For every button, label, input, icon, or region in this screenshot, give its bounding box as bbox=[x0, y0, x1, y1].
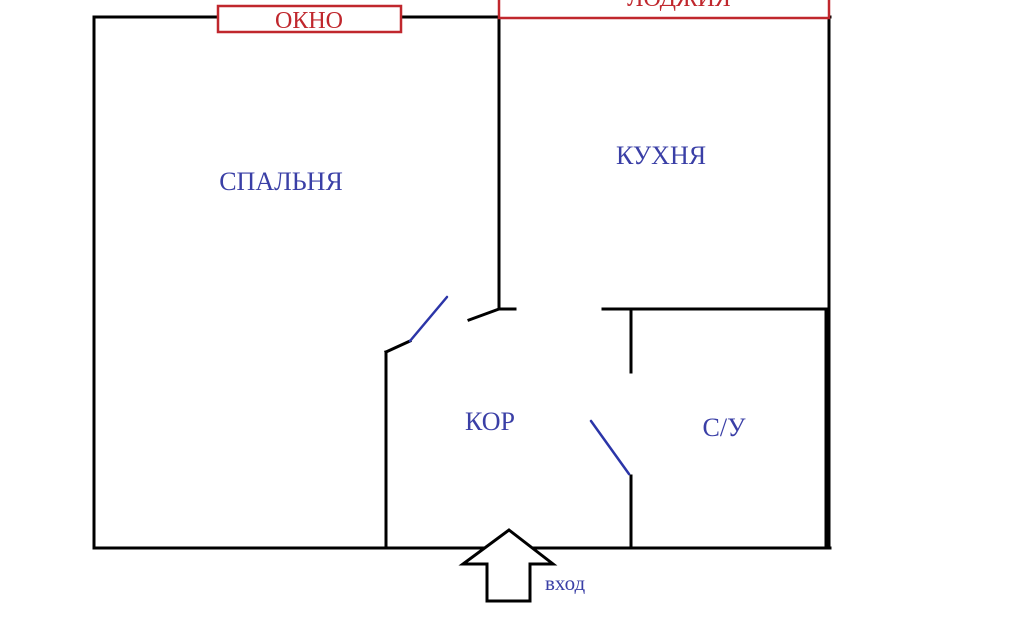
arrow-up-icon bbox=[458, 528, 558, 603]
door-bedroom bbox=[408, 295, 449, 343]
entrance: вход bbox=[458, 528, 586, 603]
loggia-label: ЛОДЖИЯ bbox=[627, 0, 731, 12]
outer-walls bbox=[92, 15, 832, 550]
interior-walls bbox=[384, 15, 831, 550]
window-marker: ОКНО bbox=[216, 4, 403, 34]
wall-corridor-top bbox=[467, 307, 501, 322]
window-label: ОКНО bbox=[275, 8, 343, 34]
entrance-label: вход bbox=[545, 571, 586, 595]
room-label-bedroom: СПАЛЬНЯ bbox=[219, 167, 343, 196]
doors bbox=[408, 295, 631, 476]
room-label-bathroom: С/У bbox=[703, 413, 747, 442]
wall-corridor-corner bbox=[384, 339, 412, 354]
door-bathroom bbox=[589, 419, 631, 476]
room-label-kitchen: КУХНЯ bbox=[616, 141, 706, 170]
room-label-corridor: КОР bbox=[465, 407, 515, 436]
loggia-box bbox=[497, 0, 831, 20]
loggia-marker: ЛОДЖИЯ bbox=[497, 0, 831, 20]
window-box bbox=[216, 4, 403, 34]
